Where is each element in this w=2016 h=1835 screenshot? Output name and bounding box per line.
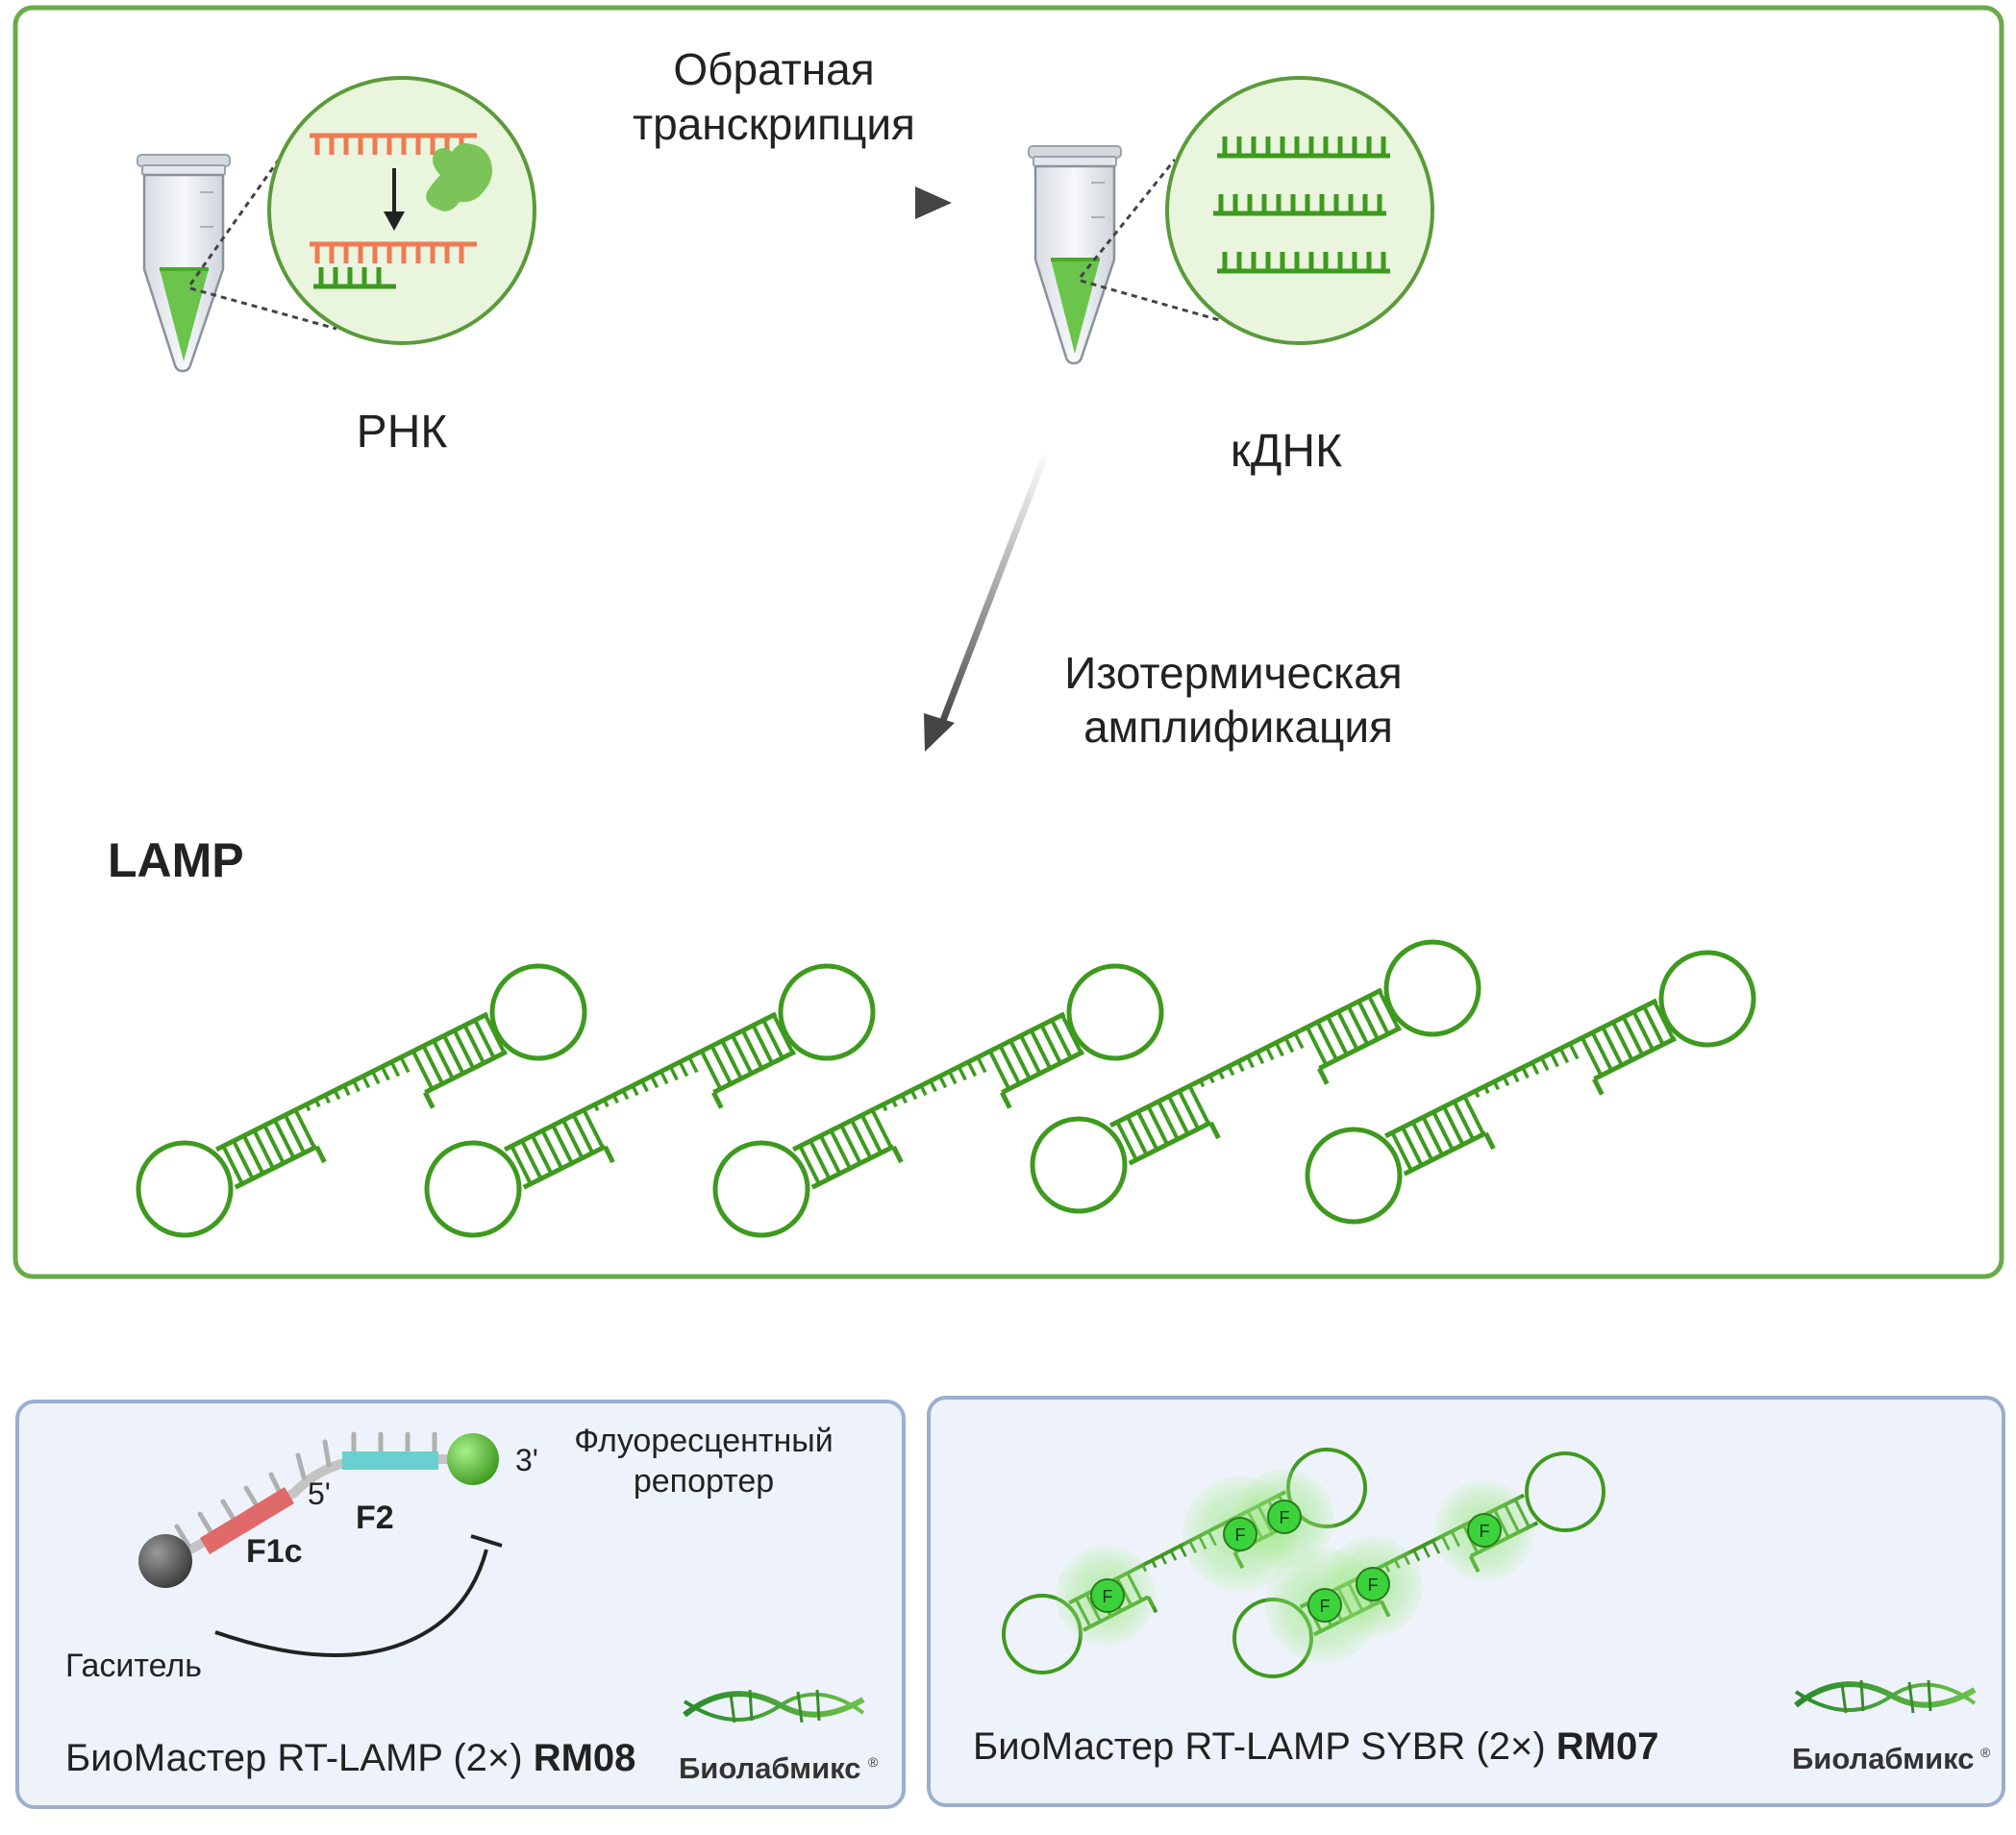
product-rm07: БиоМастер RT-LAMP SYBR (2×) RM07 [973,1725,1658,1768]
cdna-strands [1213,136,1390,274]
three-prime-label: 3' [515,1443,538,1477]
top-panel [12,5,2004,1279]
fluorophore-letter: F [1280,1508,1290,1527]
amp-label-line2: амплификация [1083,702,1393,752]
fluorophore-letter: F [1235,1525,1246,1545]
lamp-dumbbell-5 [1305,950,1756,1225]
rt-label-line2: транскрипция [633,99,915,149]
fluorophore-icon [1356,1567,1390,1601]
sybr-lamp-products: F F F F F F [1002,1448,1605,1678]
quencher-label: Гаситель [65,1648,202,1684]
enzyme-icon [426,143,492,211]
fluorophore-letter: F [1480,1522,1490,1541]
rna-tube [137,154,231,373]
reporter-label-line1: Флуоресцентный [574,1423,833,1459]
cdna-zoom-callout [1079,76,1434,345]
lamp-products [136,939,1756,1238]
lamp-dumbbell-3 [712,963,1164,1238]
rna-cdna-hybrid [310,241,477,289]
fluorophore-icon [1307,1588,1342,1623]
fluorophore-icon [1467,1513,1502,1548]
product-rm07-code: RM07 [1556,1725,1659,1768]
fluorophore-letter: F [1320,1597,1331,1616]
amp-label-line1: Изотермическая [1064,648,1402,698]
logo-text: Биолабмикс [1792,1742,1975,1775]
lamp-dumbbell-2 [424,963,876,1238]
rna-label: РНК [357,407,448,458]
down-arrow-icon [384,168,405,231]
fluorophore-icon [1090,1578,1125,1613]
product-rm08-name: БиоМастер RT-LAMP (2×) [65,1737,534,1779]
logo-biolabmix-rm08: Биолабмикс ® [679,1689,879,1785]
product-rm08-code: RM08 [534,1737,636,1779]
logo-text: Биолабмикс [679,1751,861,1785]
fluorophore-icon [1267,1500,1302,1534]
fluorophore-icon [447,1433,499,1485]
product-rm08: БиоМастер RT-LAMP (2×) RM08 [65,1737,635,1779]
quenching-inhibition-arc [214,1534,503,1657]
cdna-label: кДНК [1231,426,1342,477]
logo-registered-mark: ® [1980,1745,1991,1760]
reporter-label-line2: репортер [634,1463,774,1500]
cdna-tube [1028,145,1122,365]
product-rm07-name: БиоМастер RT-LAMP SYBR (2×) [973,1725,1556,1768]
lamp-title: LAMP [108,833,244,887]
f1c-label: F1c [246,1533,303,1570]
fluorophore-letter: F [1368,1575,1379,1595]
rt-arrow [577,186,952,219]
f2-segment [342,1451,438,1470]
fluorophore-icon [1223,1517,1257,1551]
f1c-segment [200,1487,294,1554]
five-prime-label: 5' [308,1476,331,1511]
logo-biolabmix-rm07: Биолабмикс ® [1792,1679,1991,1775]
rt-label-line1: Обратная [673,44,874,94]
logo-registered-mark: ® [868,1754,879,1770]
lamp-dumbbell-4 [1030,939,1481,1214]
fluorophore-letter: F [1103,1587,1113,1606]
quencher-icon [138,1534,192,1588]
lamp-dumbbell-1 [136,963,587,1238]
f2-label: F2 [356,1500,394,1536]
amplification-arrow [924,446,1052,752]
